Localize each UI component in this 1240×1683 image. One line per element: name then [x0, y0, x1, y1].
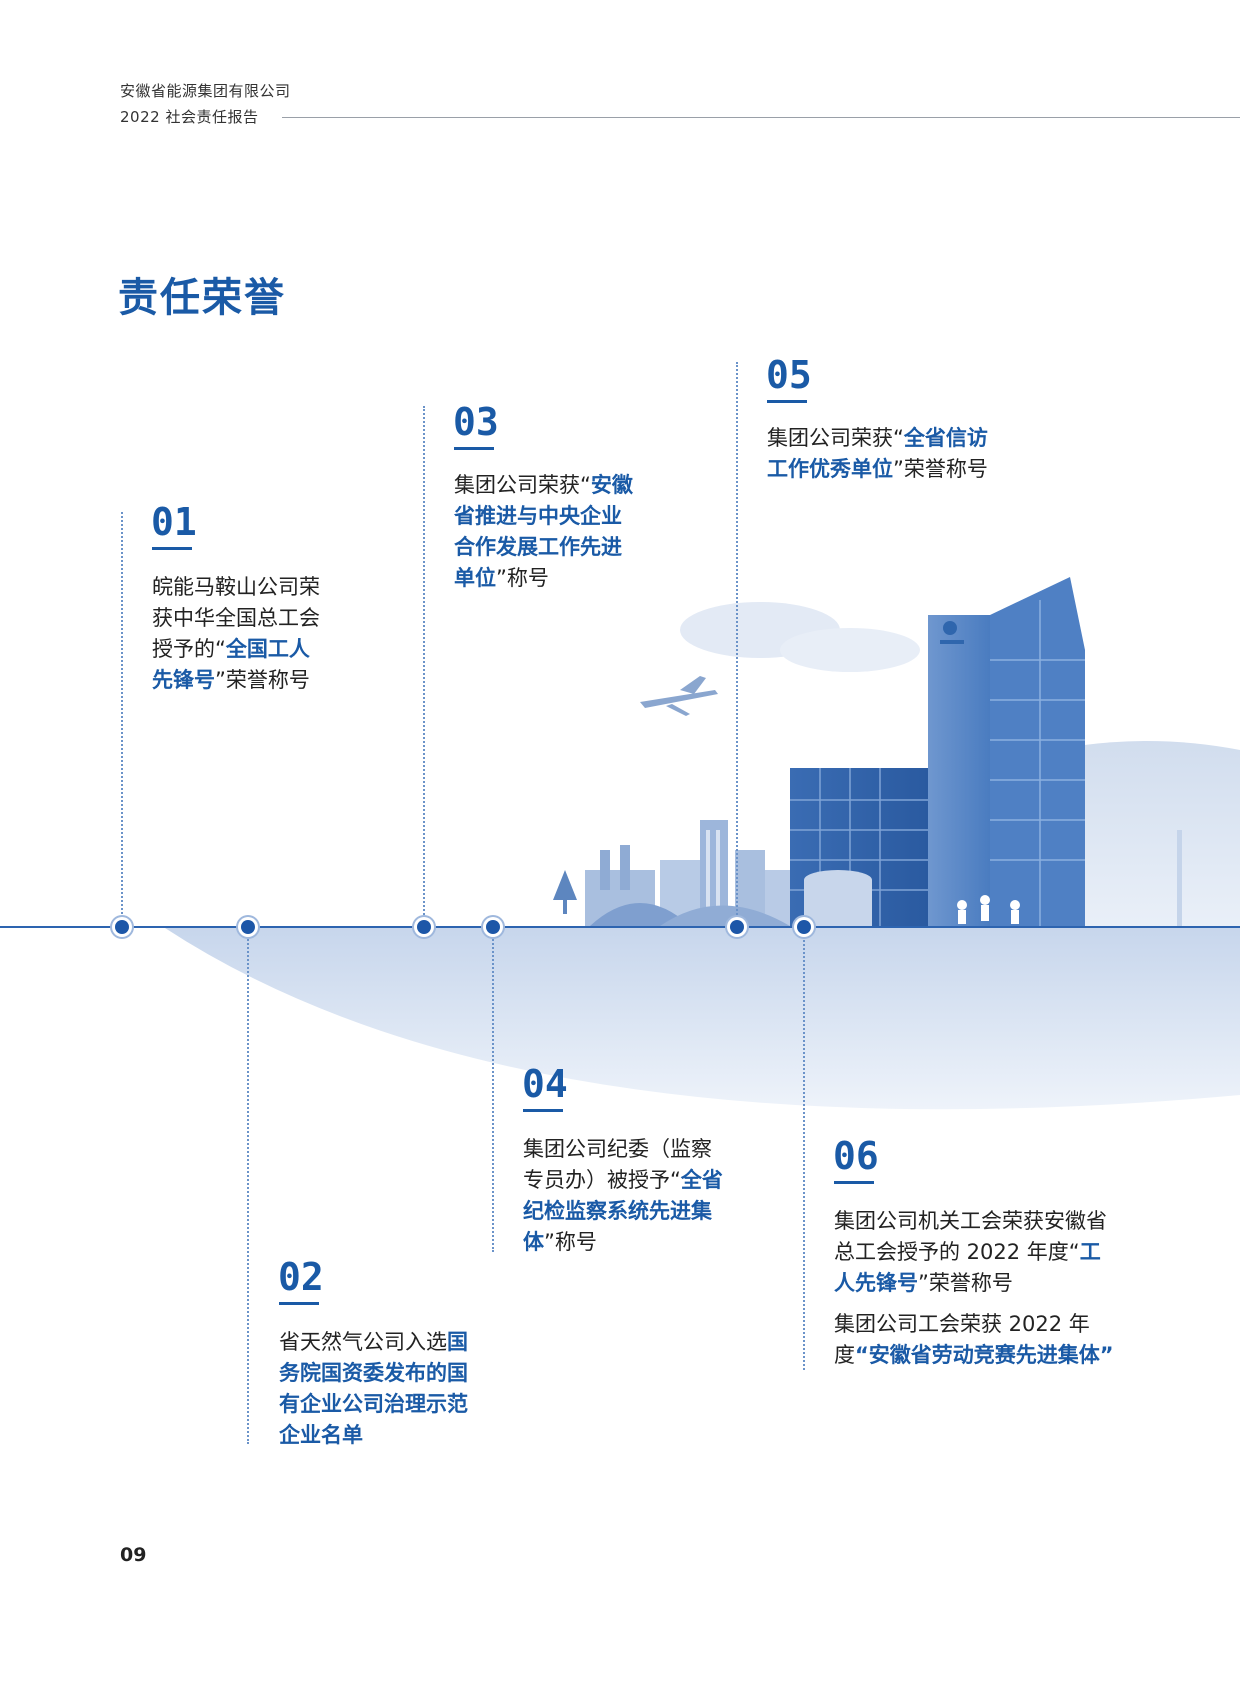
honor-underline [523, 1109, 563, 1112]
headquarters-tower [928, 577, 1085, 926]
honor-underline [454, 447, 494, 450]
honor-number-03: 03 [453, 400, 499, 444]
honor-number-02: 02 [278, 1255, 324, 1299]
page-title: 责任荣誉 [118, 275, 286, 321]
honor-number-01: 01 [151, 500, 197, 544]
connector-05 [736, 362, 738, 926]
connector-03 [423, 406, 425, 926]
honor-underline [279, 1302, 319, 1305]
horizon-bowl [165, 928, 1240, 1110]
honor-underline [152, 547, 192, 550]
honor-06-paragraph-2: 集团公司工会荣获 2022 年度“安徽省劳动竞赛先进集体” [834, 1312, 1114, 1367]
timeline-dot-06 [797, 920, 811, 934]
honor-06-paragraph-1: 集团公司机关工会荣获安徽省总工会授予的 2022 年度“工人先锋号”荣誉称号 [834, 1209, 1107, 1295]
connector-06 [803, 928, 805, 1370]
honor-text-05: 集团公司荣获“全省信访工作优秀单位”荣誉称号 [767, 426, 988, 481]
tree-icon [553, 870, 577, 900]
honor-text-02: 省天然气公司入选国务院国资委发布的国有企业公司治理示范企业名单 [279, 1330, 468, 1447]
chimney [1177, 830, 1182, 926]
connector-02 [247, 928, 249, 1444]
connector-04 [492, 928, 494, 1252]
company-logo-icon [943, 621, 957, 635]
timeline-dot-01 [115, 920, 129, 934]
header-company: 安徽省能源集团有限公司 [120, 82, 291, 100]
honor-text-01: 皖能马鞍山公司荣获中华全国总工会授予的“全国工人先锋号”荣誉称号 [152, 575, 320, 692]
cloud [780, 628, 920, 672]
header-report-title: 2022 社会责任报告 [120, 108, 259, 126]
glass-office-building [790, 768, 930, 926]
honor-text-06: 集团公司机关工会荣获安徽省总工会授予的 2022 年度“工人先锋号”荣誉称号 集… [834, 1206, 1116, 1371]
timeline-dot-05 [730, 920, 744, 934]
page-number: 09 [120, 1544, 147, 1566]
children-silhouettes [957, 895, 1020, 924]
honor-underline [834, 1181, 874, 1184]
timeline-dot-04 [486, 920, 500, 934]
timeline-axis [0, 926, 1240, 928]
honor-number-05: 05 [766, 353, 812, 397]
timeline-dot-03 [417, 920, 431, 934]
factory-buildings [585, 820, 795, 926]
honor-number-06: 06 [833, 1134, 879, 1178]
connector-01 [121, 512, 123, 926]
honor-text-03: 集团公司荣获“安徽省推进与中央企业合作发展工作先进单位”称号 [454, 473, 633, 590]
honor-number-04: 04 [522, 1062, 568, 1106]
header-divider [282, 117, 1240, 118]
honor-underline [767, 400, 807, 403]
honor-text-04: 集团公司纪委（监察专员办）被授予“全省纪检监察系统先进集体”称号 [523, 1137, 723, 1254]
airplane-icon [640, 676, 718, 716]
timeline-dot-02 [241, 920, 255, 934]
